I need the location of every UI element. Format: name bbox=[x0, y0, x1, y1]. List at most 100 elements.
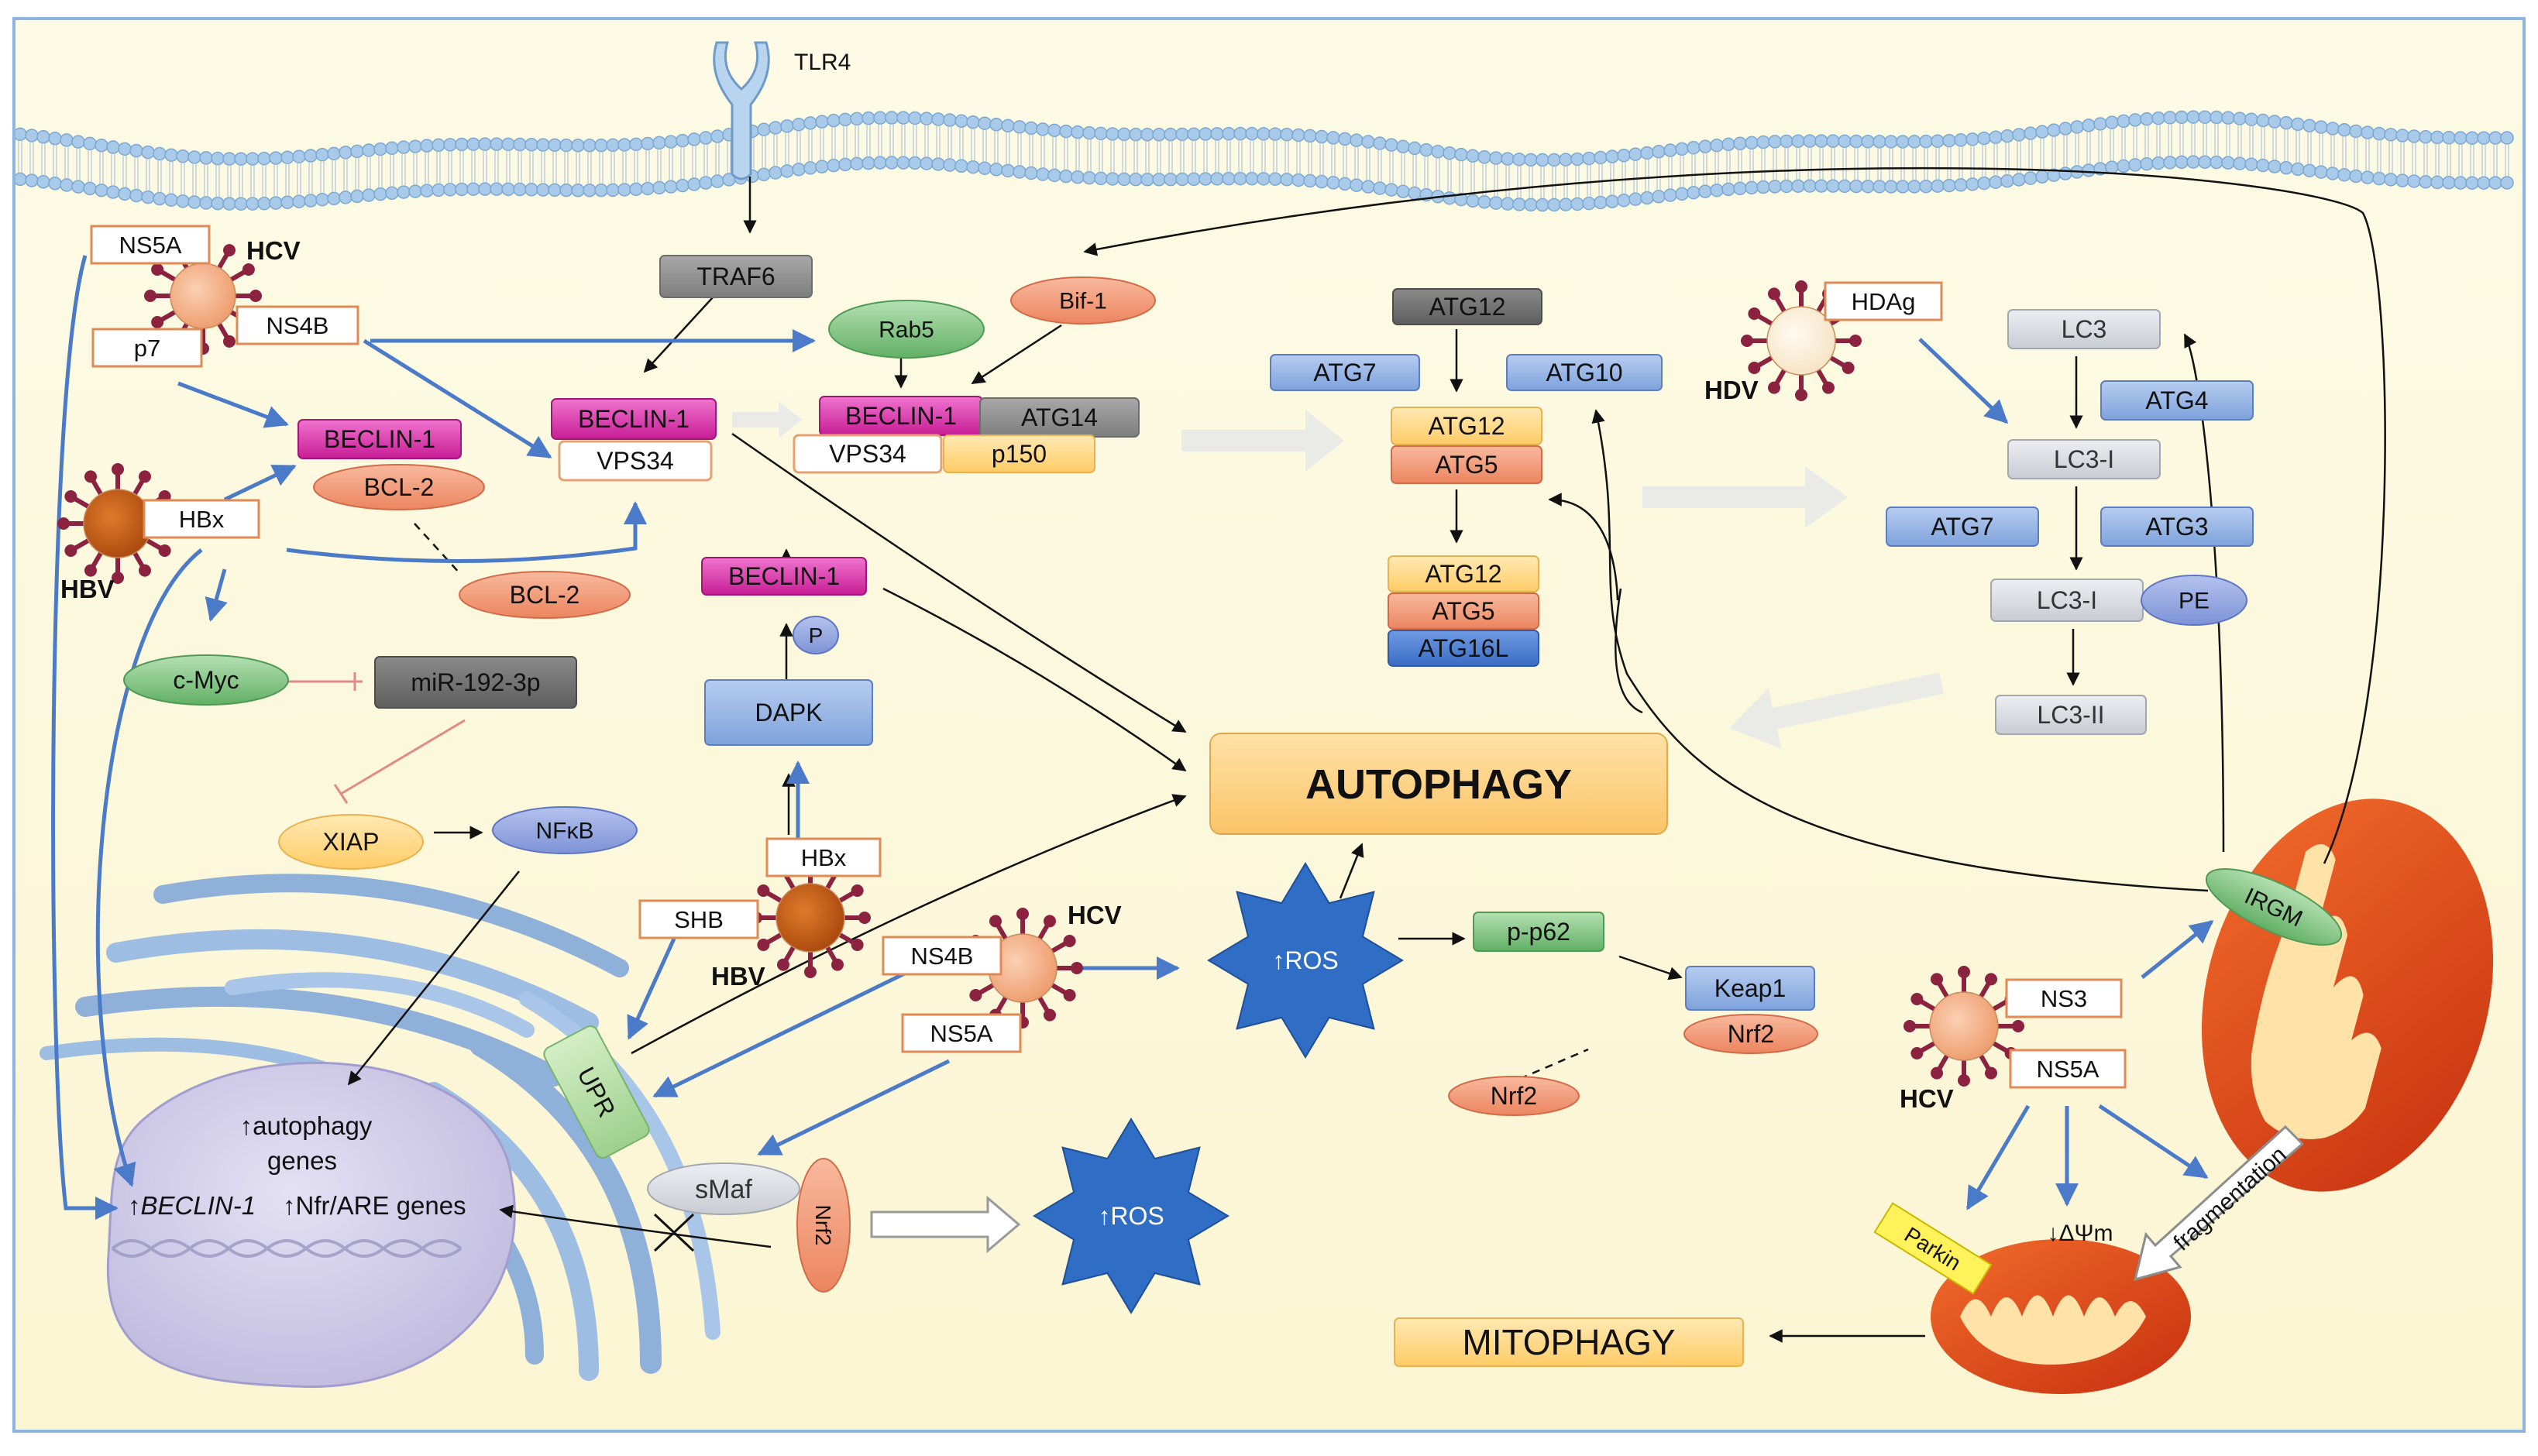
node-atg12-top-label: ATG12 bbox=[1429, 293, 1506, 321]
node-atg4: ATG4 bbox=[2100, 380, 2254, 421]
node-rab5-label: Rab5 bbox=[879, 318, 934, 343]
node-pp62-label: p-p62 bbox=[1507, 918, 1570, 946]
nucleus-beclin-line: ↑BECLIN-1 bbox=[128, 1191, 256, 1220]
virus-hbv-left bbox=[57, 463, 178, 584]
virus-protein-tag: NS4B bbox=[236, 305, 359, 345]
node-traf6-label: TRAF6 bbox=[696, 263, 775, 290]
node-atg5-c-label: ATG5 bbox=[1432, 597, 1494, 625]
node-atg14-label: ATG14 bbox=[1021, 403, 1098, 431]
virus-protein-tag: NS5A bbox=[2009, 1049, 2127, 1089]
connector-arrow bbox=[347, 871, 520, 1086]
node-nrf2-vertical-label: Nrf2 bbox=[811, 1205, 835, 1246]
node-autophagy: AUTOPHAGY bbox=[1209, 733, 1668, 835]
virus-protein-tag: p7 bbox=[91, 328, 203, 368]
node-nfkb: NFκB bbox=[492, 806, 638, 854]
node-beclin1-c-label: BECLIN-1 bbox=[845, 402, 957, 430]
connector-arrow bbox=[223, 464, 297, 502]
connector-arrow bbox=[340, 719, 466, 795]
virus-protein-tag: NS5A bbox=[901, 1013, 1022, 1053]
node-bcl2-b: BCL-2 bbox=[459, 571, 631, 619]
node-nrf2-keap: Nrf2 bbox=[1683, 1014, 1818, 1054]
node-keap1: Keap1 bbox=[1685, 966, 1815, 1011]
node-xiap-label: XIAP bbox=[323, 828, 380, 856]
node-nrf2-free-label: Nrf2 bbox=[1491, 1082, 1537, 1110]
virus-protein-tag: HDAg bbox=[1824, 281, 1943, 321]
node-nfkb-label: NFκB bbox=[536, 819, 594, 844]
node-atg10: ATG10 bbox=[1506, 354, 1663, 391]
connector-arrow bbox=[2183, 333, 2225, 853]
hollow-arrow-ros bbox=[870, 1195, 1021, 1254]
nucleus bbox=[106, 1062, 516, 1389]
connector-arrow bbox=[643, 297, 714, 373]
nucleus-beclin-gene: BECLIN-1 bbox=[141, 1191, 256, 1220]
node-phospho: P bbox=[793, 616, 839, 654]
connector-arrow bbox=[652, 966, 917, 1098]
virus-name-label: HCV bbox=[1068, 901, 1122, 929]
node-atg7-b-label: ATG7 bbox=[1931, 513, 1993, 541]
node-autophagy-label: AUTOPHAGY bbox=[1305, 761, 1572, 808]
virus-protein-tag: HBx bbox=[143, 499, 260, 539]
virus-hdv bbox=[1741, 280, 1862, 401]
node-xiap: XIAP bbox=[278, 814, 424, 870]
node-beclin1-b: BECLIN-1 bbox=[551, 398, 717, 440]
node-atg7-a-label: ATG7 bbox=[1313, 359, 1376, 386]
node-vps34-c: VPS34 bbox=[793, 434, 943, 474]
node-lc3-ii: LC3-II bbox=[1995, 695, 2147, 735]
virus-protein-label: NS5A bbox=[119, 232, 182, 259]
connector-arrow bbox=[95, 548, 203, 1187]
node-atg12-b-label: ATG12 bbox=[1429, 412, 1505, 440]
dna-helix bbox=[111, 1239, 463, 1258]
node-lc3-i-b-label: LC3-I bbox=[2037, 586, 2097, 614]
virus-protein-tag: NS5A bbox=[90, 225, 211, 265]
node-atg12-top: ATG12 bbox=[1392, 288, 1542, 325]
nucleus-beclin-prefix: ↑ bbox=[128, 1191, 141, 1220]
connector-arrow bbox=[1591, 409, 2209, 892]
node-rab5: Rab5 bbox=[828, 300, 985, 359]
node-lc3-i-a-label: LC3-I bbox=[2054, 445, 2114, 473]
virus-protein-tag: NS3 bbox=[2005, 978, 2123, 1018]
node-pe: PE bbox=[2141, 575, 2247, 626]
node-cmyc-label: c-Myc bbox=[173, 666, 239, 694]
nucleus-text: ↑autophagy genes ↑BECLIN-1 ↑Nfr/ARE gene… bbox=[128, 1111, 466, 1220]
node-mir: miR-192-3p bbox=[374, 656, 577, 709]
connector-arrow bbox=[757, 1059, 951, 1156]
node-mitophagy: MITOPHAGY bbox=[1394, 1317, 1744, 1367]
connector-arrow bbox=[1083, 167, 2386, 864]
node-ros-a-label: ↑ROS bbox=[1272, 946, 1338, 974]
node-p150-label: p150 bbox=[992, 440, 1047, 468]
figure-frame bbox=[12, 17, 2526, 1433]
virus-hbv-center bbox=[750, 857, 871, 978]
connector-arrow bbox=[1618, 955, 1683, 980]
node-delta-psi-label: ↓ΔΨm bbox=[2047, 1221, 2113, 1246]
node-atg12-b: ATG12 bbox=[1391, 407, 1542, 445]
node-bif1: Bif-1 bbox=[1010, 276, 1156, 325]
connector-arrow bbox=[731, 432, 1187, 733]
node-bcl2-b-label: BCL-2 bbox=[510, 581, 580, 609]
node-bif1-label: Bif-1 bbox=[1059, 289, 1107, 314]
connector-arrow bbox=[1918, 338, 2009, 424]
node-nrf2-keap-label: Nrf2 bbox=[1728, 1020, 1774, 1048]
virus-protein-label: NS3 bbox=[2041, 985, 2087, 1012]
node-atg12-c-label: ATG12 bbox=[1425, 560, 1502, 588]
connector-arrow bbox=[653, 1213, 695, 1252]
node-smaf: sMaf bbox=[647, 1162, 800, 1215]
process-arrows bbox=[732, 401, 1945, 749]
node-atg4-label: ATG4 bbox=[2145, 386, 2208, 414]
node-atg16l: ATG16L bbox=[1388, 630, 1539, 667]
node-phospho-label: P bbox=[809, 623, 824, 647]
node-mitophagy-label: MITOPHAGY bbox=[1462, 1322, 1675, 1362]
node-atg5-c: ATG5 bbox=[1388, 592, 1539, 630]
node-lc3-i-a: LC3-I bbox=[2007, 439, 2161, 479]
node-atg7-b: ATG7 bbox=[1886, 507, 2039, 547]
node-atg5-b: ATG5 bbox=[1391, 445, 1542, 484]
connector-arrow bbox=[1339, 843, 1364, 899]
node-ros-b-label: ↑ROS bbox=[1098, 1202, 1164, 1230]
node-beclin1-a-label: BECLIN-1 bbox=[324, 425, 435, 453]
connector-arrow bbox=[882, 587, 1187, 772]
connector-arrow bbox=[499, 1204, 772, 1248]
node-vps34-c-label: VPS34 bbox=[829, 440, 906, 468]
nucleus-line-2: genes bbox=[267, 1146, 337, 1175]
connector-arrow bbox=[1615, 588, 1643, 714]
